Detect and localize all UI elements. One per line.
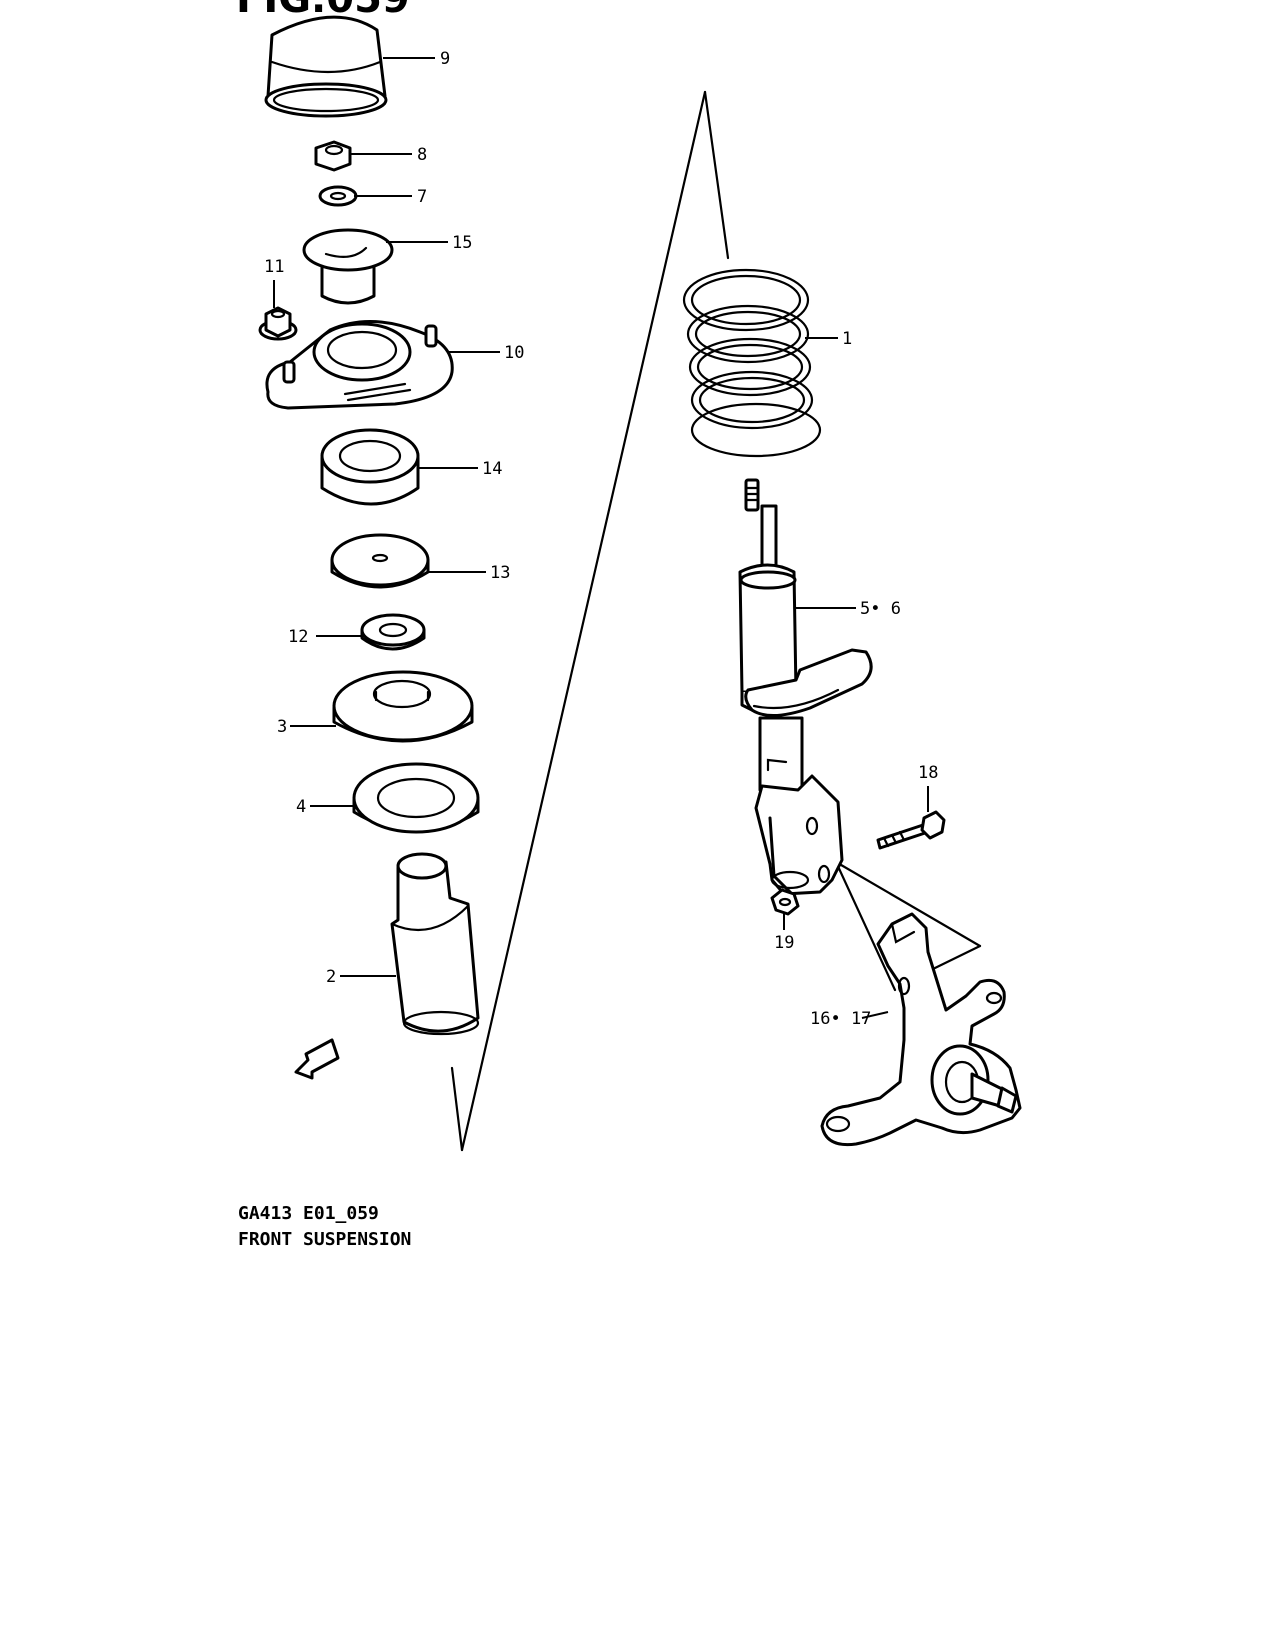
part-9-dust-cover: [264, 15, 388, 118]
callout-14: 14: [482, 459, 502, 479]
part-8-nut: [314, 140, 352, 172]
callout-15: 15: [452, 233, 472, 253]
callout-5-6: 5• 6: [860, 599, 901, 619]
part-19-nut: [770, 888, 800, 916]
part-5-6-strut: [738, 478, 873, 896]
callout-4: 4: [296, 797, 306, 817]
part-11-flange-nut: [258, 306, 298, 341]
part-15-bushing: [302, 228, 394, 305]
callout-7: 7: [417, 187, 427, 207]
callout-16-17: 16• 17: [810, 1009, 871, 1029]
part-3-spring-seat: [332, 670, 474, 743]
callout-8: 8: [417, 145, 427, 165]
part-12-bearing: [360, 613, 426, 651]
callout-18: 18: [918, 763, 938, 783]
part-14-rubber-seat: [320, 428, 420, 506]
leader-lines: [273, 57, 929, 1019]
diagram-code: GA413 E01_059: [238, 1203, 379, 1224]
callout-10: 10: [504, 343, 524, 363]
assembly-guide-lines: [450, 90, 982, 1152]
callout-13: 13: [490, 563, 510, 583]
diagram-name: FRONT SUSPENSION: [238, 1229, 412, 1250]
callout-2: 2: [326, 967, 336, 987]
part-18-bolt: [876, 810, 946, 850]
callout-3: 3: [277, 717, 287, 737]
part-2-bumper: [390, 852, 480, 1036]
part-4-seat-rubber: [352, 762, 480, 834]
callout-numbers: 9 8 7 15 11 10 14 13 12 3 4 2 1 5• 6 18 …: [264, 49, 938, 1029]
callout-9: 9: [440, 49, 450, 69]
fwd-direction-arrow: FWD: [294, 1038, 340, 1080]
callout-19: 19: [774, 933, 794, 953]
callout-11: 11: [264, 257, 284, 277]
part-1-coil-spring: [682, 268, 822, 458]
figure-title: FIG.059: [236, 0, 410, 22]
callout-1: 1: [842, 329, 852, 349]
part-13-plate: [330, 533, 430, 589]
callout-12: 12: [288, 627, 308, 647]
part-10-strut-mount: [265, 320, 454, 410]
part-7-washer: [318, 185, 358, 207]
part-16-17-knuckle: [820, 912, 1022, 1147]
